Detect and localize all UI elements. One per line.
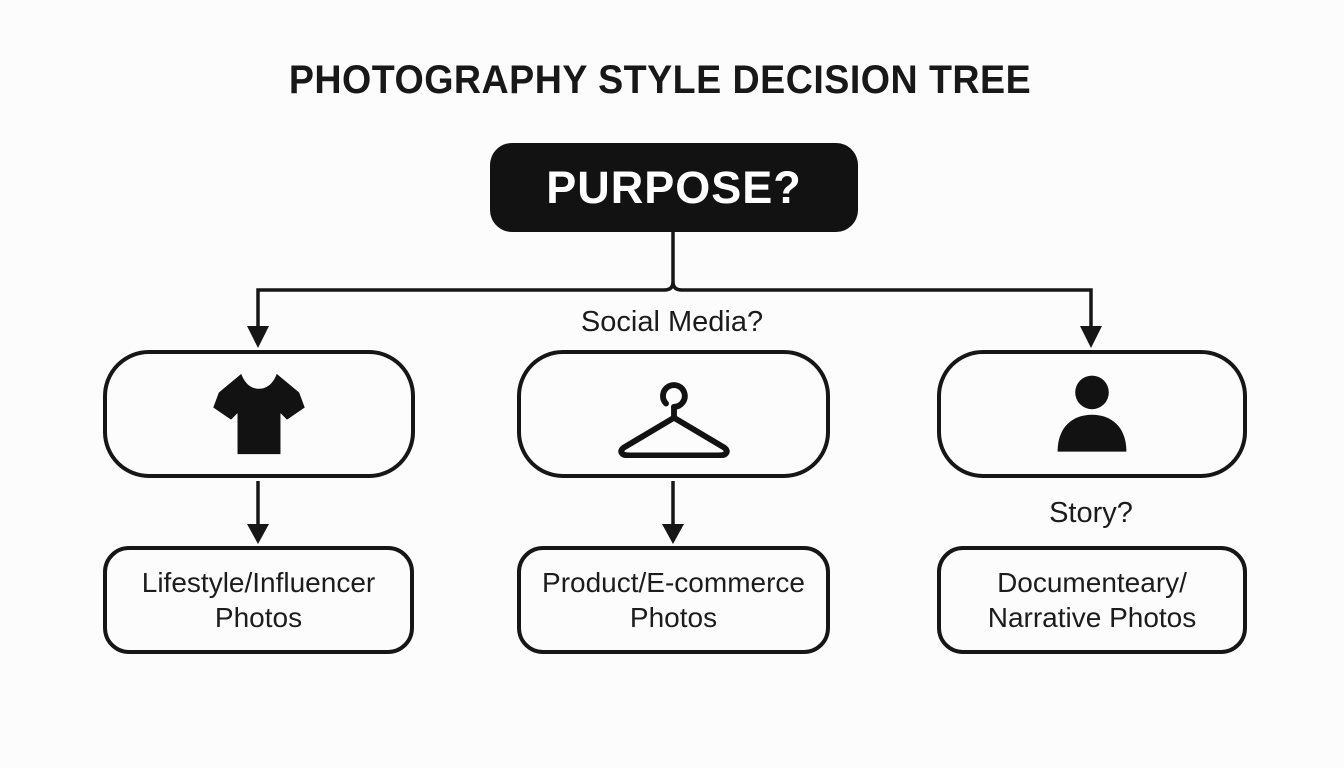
arrowhead-left-bottom — [247, 524, 269, 544]
leaf-node-documentary-narrative: Documenteary/ Narrative Photos — [937, 546, 1247, 654]
decision-node-person — [937, 350, 1247, 478]
arrowhead-center-bottom — [662, 524, 684, 544]
branch-label-story: Story? — [1049, 497, 1133, 529]
hanger-icon — [617, 382, 730, 458]
arrowhead-left-top — [247, 326, 269, 348]
leaf-label-line1: Documenteary/ — [997, 567, 1187, 598]
person-icon — [1057, 375, 1127, 452]
leaf-label-line1: Product/E-commerce — [542, 567, 805, 598]
leaf-node-lifestyle-influencer: Lifestyle/Influencer Photos — [103, 546, 414, 654]
page-title: PHOTOGRAPHY STYLE DECISION TREE — [288, 58, 1032, 102]
leaf-label-line2: Photos — [214, 602, 303, 633]
branch-label-social-media: Social Media? — [580, 306, 764, 338]
leaf-label-line2: Narrative Photos — [987, 602, 1197, 633]
leaf-label-line2: Photos — [629, 602, 718, 633]
decision-node-tshirt — [103, 350, 415, 478]
arrowhead-right-top — [1080, 326, 1102, 348]
root-node-purpose: PURPOSE? — [490, 143, 858, 232]
root-node-label: PURPOSE? — [546, 161, 802, 213]
decision-node-hanger — [517, 350, 830, 478]
leaf-label-line1: Lifestyle/Influencer — [141, 567, 376, 598]
leaf-node-product-ecommerce: Product/E-commerce Photos — [517, 546, 830, 654]
tshirt-icon — [213, 373, 305, 455]
